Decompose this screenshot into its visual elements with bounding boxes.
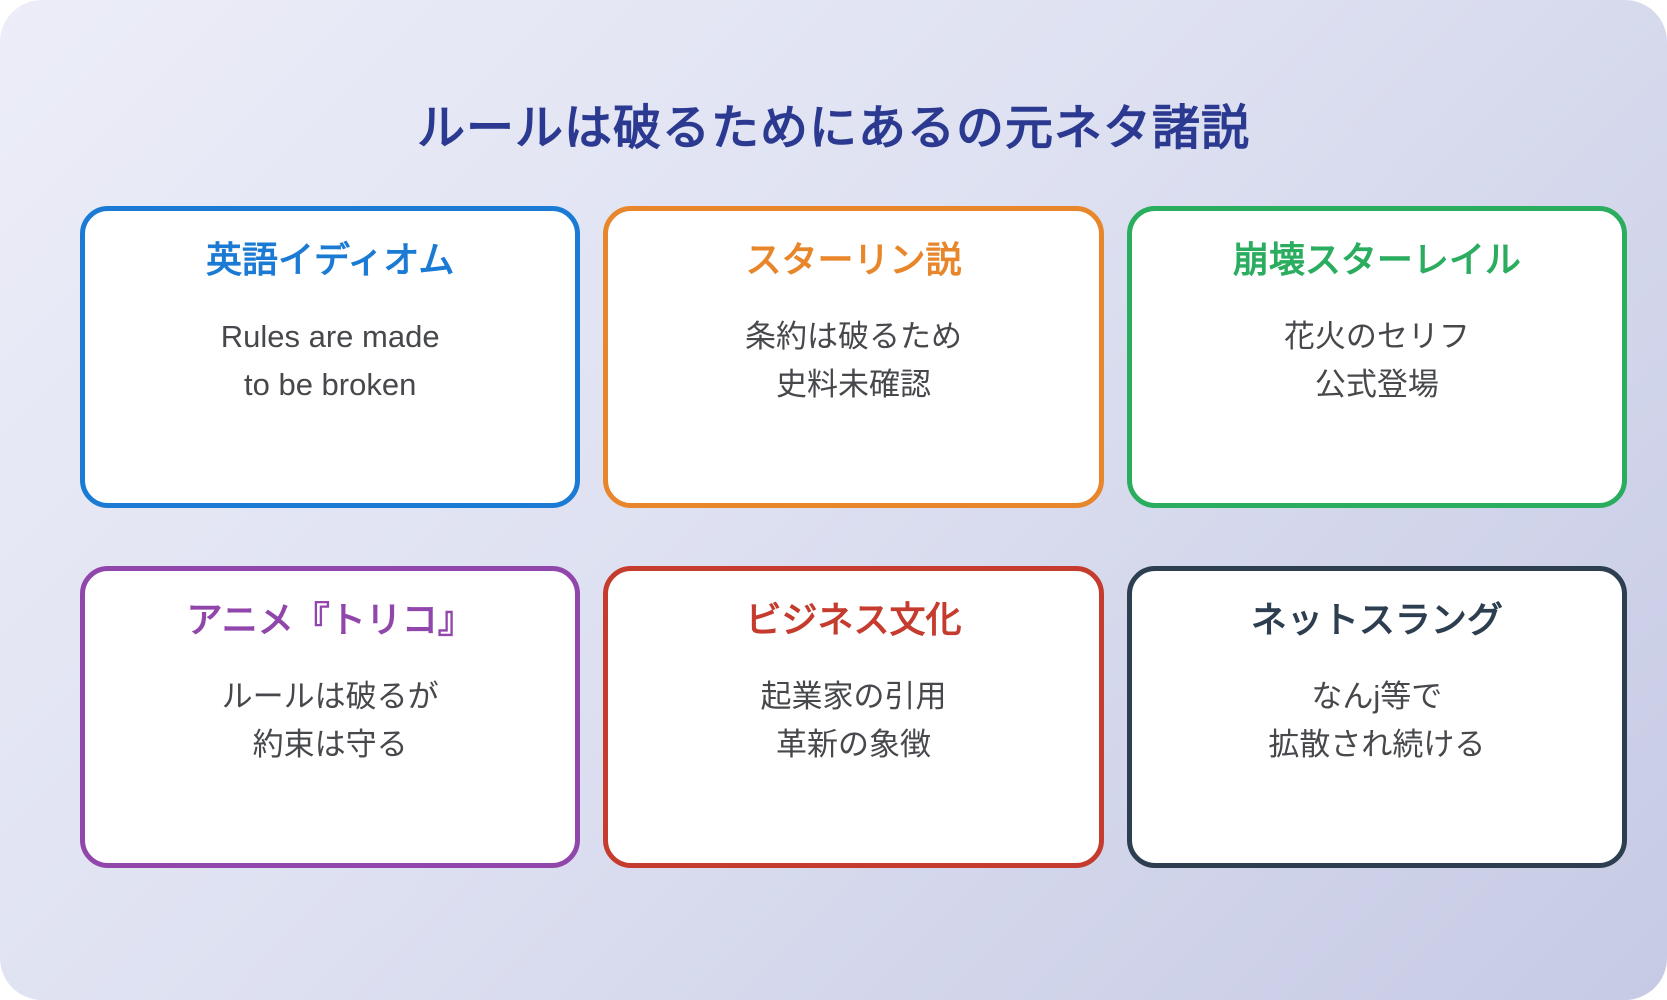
card-body-line: 約束は守る (252, 727, 408, 762)
card-english-idiom: 英語イディオム Rules are made to be broken (80, 206, 581, 508)
card-grid: 英語イディオム Rules are made to be broken スターリ… (80, 206, 1627, 868)
card-title: 崩壊スターレイル (1232, 239, 1521, 280)
card-honkai-star-rail: 崩壊スターレイル 花火のセリフ 公式登場 (1126, 206, 1627, 508)
card-business-culture: ビジネス文化 起業家の引用 革新の象徴 (603, 566, 1104, 868)
card-body-line: 起業家の引用 (760, 679, 947, 714)
card-net-slang: ネットスラング なんj等で 拡散され続ける (1126, 566, 1627, 868)
card-title: ビジネス文化 (745, 599, 962, 640)
card-body-line: Rules are made (220, 319, 440, 354)
card-body-line: なんj等で (1311, 679, 1443, 714)
card-stalin-theory: スターリン説 条約は破るため 史料未確認 (603, 206, 1104, 508)
card-title: アニメ『トリコ』 (186, 599, 474, 640)
page-title: ルールは破るためにあるの元ネタ諸説 (416, 102, 1250, 156)
card-body-line: 条約は破るため (744, 319, 962, 354)
card-title: スターリン説 (745, 239, 962, 280)
card-body-line: 拡散され続ける (1268, 727, 1486, 762)
card-body-line: to be broken (243, 367, 417, 402)
card-body-line: 革新の象徴 (775, 727, 931, 762)
card-anime-toriko: アニメ『トリコ』 ルールは破るが 約束は守る (80, 566, 581, 868)
card-title: ネットスラング (1250, 599, 1503, 640)
card-body-line: 史料未確認 (775, 367, 931, 402)
card-body-line: 花火のセリフ (1283, 319, 1470, 354)
card-title: 英語イディオム (205, 239, 455, 280)
card-body-line: 公式登場 (1314, 367, 1439, 402)
card-body-line: ルールは破るが (221, 679, 439, 714)
